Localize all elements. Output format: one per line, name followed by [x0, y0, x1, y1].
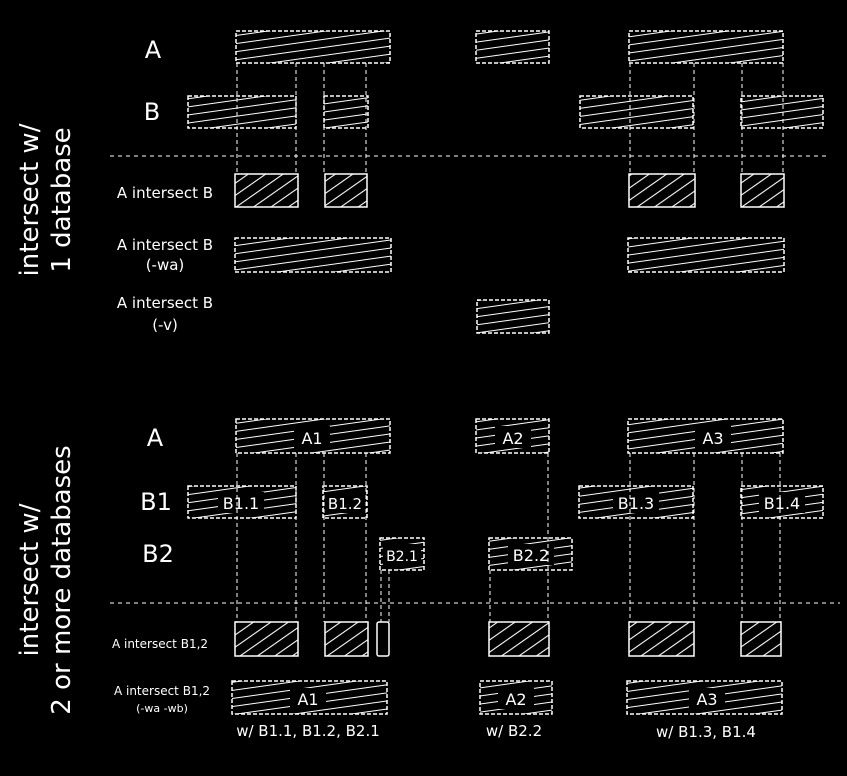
row-label-b: B — [144, 98, 160, 126]
bar-b-1 — [187, 95, 297, 129]
bar-b1-4-label: B1.4 — [764, 494, 800, 513]
bar-b1-4: B1.4 — [740, 485, 824, 519]
result-a-int-b12-4 — [488, 621, 550, 657]
section-2-guide-lines — [236, 453, 781, 622]
section-1-side-label: intersect w/ 1 database — [15, 123, 77, 276]
bar-a2-label: A2 — [502, 429, 523, 448]
section-1: intersect w/ 1 database A B A intersect … — [15, 30, 830, 334]
bar-b1-1: B1.1 — [187, 485, 297, 519]
result-wa-wb-a3-label: A3 — [696, 690, 717, 709]
bar-a-1 — [235, 30, 391, 64]
result-a-int-b-4 — [740, 173, 785, 208]
row-label-a-intersect-b-wa-line2: (-wa) — [146, 256, 185, 274]
section-2: intersect w/ 2 or more databases A B1 B2… — [15, 418, 840, 741]
row-label-a-intersect-b-v-line1: A intersect B — [117, 294, 213, 312]
caption-group-3: w/ B1.3, B1.4 — [656, 723, 756, 741]
bar-b2-2: B2.2 — [488, 537, 573, 571]
section-1-side-label-line2: 1 database — [47, 127, 77, 272]
bar-b1-3: B1.3 — [578, 485, 694, 519]
result-wa-wb-a2-label: A2 — [505, 690, 526, 709]
result-wa-wb-a2: A2 — [479, 680, 553, 715]
section-2-side-label-line2: 2 or more databases — [47, 445, 77, 714]
result-wa-wb-a1-label: A1 — [297, 690, 318, 709]
row-label-a: A — [147, 424, 164, 452]
result-a-int-b-3 — [628, 173, 696, 208]
row-label-a-intersect-b-wa-line1: A intersect B — [117, 236, 213, 254]
result-a-int-b12-3 — [376, 621, 390, 657]
bar-b2-1: B2.1 — [379, 537, 425, 571]
caption-group-1: w/ B1.1, B1.2, B2.1 — [236, 722, 380, 740]
row-label-b2: B2 — [142, 540, 174, 568]
result-a-int-b12-2 — [324, 621, 369, 657]
bar-b1-2: B1.2 — [322, 485, 368, 519]
row-label-a-intersect-b-v-line2: (-v) — [152, 316, 178, 334]
bar-a-3 — [628, 30, 784, 64]
section-1-guide-lines — [236, 63, 784, 174]
row-label-a-intersect-b12-wa-wb-line2: (-wa -wb) — [136, 702, 188, 715]
row-label-b1: B1 — [140, 488, 172, 516]
bar-b-3 — [579, 95, 694, 129]
bar-b1-1-label: B1.1 — [223, 494, 259, 513]
result-a-int-b-1 — [234, 173, 299, 208]
result-wa-wb-a1: A1 — [231, 680, 388, 715]
result-a-int-b-2 — [324, 173, 368, 208]
result-a-int-b12-1 — [234, 621, 299, 657]
row-label-a-intersect-b12: A intersect B1,2 — [112, 637, 208, 651]
bar-a2: A2 — [475, 418, 550, 454]
section-1-side-label-line1: intersect w/ — [15, 123, 45, 276]
bar-b1-3-label: B1.3 — [618, 494, 654, 513]
bar-a-2 — [475, 30, 550, 64]
section-2-side-label: intersect w/ 2 or more databases — [15, 445, 77, 714]
bar-b-2 — [323, 95, 369, 129]
result-a-int-b-wa-1 — [234, 237, 392, 273]
row-label-a-intersect-b: A intersect B — [117, 184, 213, 202]
bar-a1: A1 — [235, 418, 391, 454]
section-2-side-label-line1: intersect w/ — [15, 503, 45, 656]
row-label-a-intersect-b12-wa-wb-line1: A intersect B1,2 — [114, 684, 210, 698]
result-a-int-b12-5 — [628, 621, 695, 657]
row-label-a: A — [145, 36, 162, 64]
result-a-int-b-v-1 — [476, 299, 550, 334]
bar-a1-label: A1 — [301, 429, 322, 448]
bar-b2-1-label: B2.1 — [386, 549, 418, 565]
bar-a3: A3 — [627, 418, 784, 454]
result-a-int-b12-6 — [740, 621, 782, 657]
result-a-int-b-wa-2 — [627, 237, 785, 273]
bar-b2-2-label: B2.2 — [513, 546, 549, 565]
bar-b1-2-label: B1.2 — [328, 495, 362, 513]
bar-a3-label: A3 — [702, 429, 723, 448]
result-wa-wb-a3: A3 — [626, 680, 783, 715]
caption-group-2: w/ B2.2 — [486, 722, 542, 740]
bar-b-4 — [740, 95, 824, 129]
